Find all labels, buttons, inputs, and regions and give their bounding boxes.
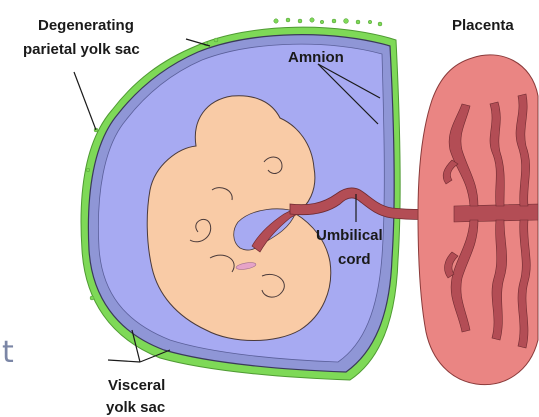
label-parietal-yolk-sac-line2: parietal yolk sac	[23, 41, 140, 58]
label-amnion: Amnion	[288, 49, 344, 66]
label-placenta: Placenta	[452, 17, 514, 34]
label-umbilical-cord-line1: Umbilical	[316, 227, 383, 244]
edge-text-fragment: t	[2, 335, 14, 370]
label-visceral-yolk-sac-line2: yolk sac	[106, 399, 165, 416]
label-umbilical-cord-line2: cord	[338, 251, 371, 268]
label-visceral-yolk-sac-line1: Visceral	[108, 377, 165, 394]
label-parietal-yolk-sac-line1: Degenerating	[38, 17, 134, 34]
